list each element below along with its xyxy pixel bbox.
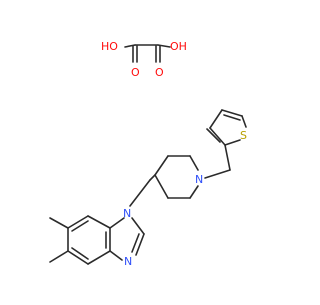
aromatic-bond bbox=[223, 114, 241, 121]
bond bbox=[189, 155, 199, 171]
aromatic-bond bbox=[206, 128, 221, 143]
benzimidazole: N N bbox=[49, 179, 151, 268]
ho-label: HO bbox=[101, 40, 118, 53]
bond bbox=[241, 115, 247, 128]
o-label-right: O bbox=[155, 66, 164, 79]
bond bbox=[189, 185, 199, 199]
piperidine-n-label: N bbox=[195, 173, 203, 186]
s-label: S bbox=[240, 129, 247, 142]
bond bbox=[135, 233, 145, 256]
bond bbox=[87, 250, 111, 265]
n1-label: N bbox=[123, 207, 131, 220]
bond bbox=[154, 174, 169, 199]
aromatic-bond bbox=[71, 247, 89, 260]
n3-label: N bbox=[124, 255, 132, 268]
ch2-thiophene-bond bbox=[224, 144, 231, 171]
methyl-bond-bottom bbox=[49, 250, 69, 263]
bond bbox=[131, 233, 140, 253]
bond bbox=[109, 250, 123, 261]
oh-label: OH bbox=[170, 40, 187, 53]
bond bbox=[67, 215, 89, 229]
bond bbox=[67, 250, 89, 265]
methyl-bond-top bbox=[49, 217, 69, 229]
aromatic-bond bbox=[71, 220, 89, 232]
o-label-left: O bbox=[131, 66, 140, 79]
molecule-canvas: HO OH O O N N bbox=[49, 40, 247, 268]
bond bbox=[149, 174, 156, 181]
n-ch2-bond bbox=[129, 179, 151, 207]
bond bbox=[221, 109, 243, 117]
oxalic-acid: HO OH O O bbox=[101, 40, 187, 79]
bond bbox=[87, 215, 111, 229]
bond bbox=[131, 217, 145, 235]
n-ch2-bond bbox=[204, 169, 231, 179]
bond bbox=[154, 155, 169, 176]
bond bbox=[109, 217, 125, 229]
bond bbox=[209, 109, 223, 129]
bond bbox=[224, 139, 241, 146]
molecule-diagram: HO OH O O N N bbox=[49, 40, 247, 268]
bond bbox=[209, 127, 226, 146]
thiophene: S bbox=[206, 109, 247, 146]
piperidine: N bbox=[149, 144, 231, 199]
